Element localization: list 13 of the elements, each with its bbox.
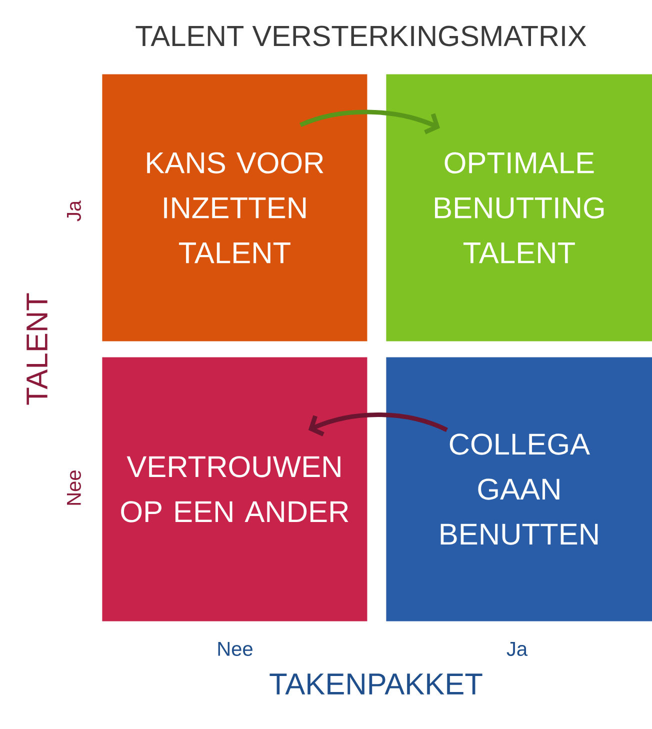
curved-arrow	[300, 110, 440, 134]
axis-tick-label: Nee	[67, 470, 81, 505]
title: TALENT VERSTERKINGSMATRIX	[136, 26, 586, 46]
quadrant-box: COLLEGA GAAN BENUTTEN	[386, 357, 652, 622]
quadrant-box: OPTIMALE BENUTTING TALENT	[386, 74, 652, 342]
axis-title: TALENT	[26, 293, 48, 405]
axis-tick-label: Ja	[67, 200, 81, 222]
axis-tick-label: Ja	[506, 642, 528, 656]
axis-title: TAKENPAKKET	[270, 674, 482, 694]
curved-arrow	[308, 412, 448, 436]
quadrant-box: VERTROUWEN OP EEN ANDER	[102, 357, 368, 622]
quadrant-box: KANS VOOR INZETTEN TALENT	[102, 74, 368, 342]
axis-tick-label: Nee	[218, 642, 252, 656]
